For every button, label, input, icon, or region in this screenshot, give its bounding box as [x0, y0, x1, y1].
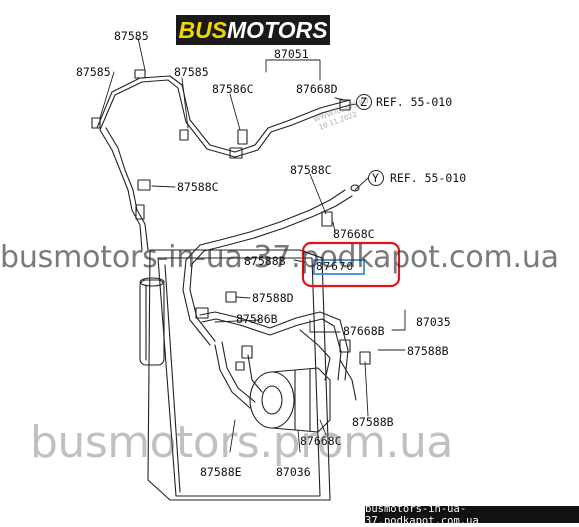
receiver-drier	[139, 277, 165, 366]
ref-y-text: REF. 55-010	[390, 171, 467, 185]
part-87588e: 87588E	[200, 465, 242, 479]
part-87588b-b: 87588B	[407, 344, 449, 358]
part-87588b-c: 87588B	[352, 415, 394, 429]
compressor	[249, 367, 331, 433]
part-87036: 87036	[276, 465, 311, 479]
part-87588d: 87588D	[252, 291, 294, 305]
part-87668c-b: 87668C	[300, 434, 342, 448]
part-87588b-a: 87588B	[244, 254, 286, 268]
part-87668b: 87668B	[343, 324, 385, 338]
pipe-left	[99, 127, 149, 251]
ref-z-circle	[356, 94, 372, 110]
part-87585-b: 87585	[174, 65, 209, 79]
ref-z-letter: Z	[360, 95, 367, 109]
highlight-blue-box	[313, 259, 365, 275]
part-87586c: 87586C	[212, 82, 254, 96]
ref-y-letter: Y	[372, 171, 379, 185]
part-87588c-b: 87588C	[290, 163, 332, 177]
part-87670-highlighted: 87670	[316, 260, 355, 273]
part-87668c-a: 87668C	[333, 227, 375, 241]
part-87668d: 87668D	[296, 82, 338, 96]
part-87585-top: 87585	[114, 29, 149, 43]
part-87585-a: 87585	[76, 65, 111, 79]
highlight-red-box	[301, 241, 401, 288]
part-87035: 87035	[416, 315, 451, 329]
watermark-prom: busmotors.prom.ua	[30, 417, 453, 468]
part-87588c-a: 87588C	[177, 180, 219, 194]
ref-y-circle	[368, 170, 384, 186]
leader-lines	[99, 37, 406, 453]
part-87586b: 87586B	[236, 312, 278, 326]
watermark-podkapot: busmotors-in-ua-37.podkapot.com.ua	[0, 240, 559, 275]
pipe-middle	[182, 189, 353, 346]
ref-z-text: REF. 55-010	[376, 95, 453, 109]
footer-banner: busmotors-in-ua-37.podkapot.com.ua	[365, 503, 579, 527]
pipe-lower	[199, 311, 357, 409]
part-87051: 87051	[274, 47, 309, 61]
